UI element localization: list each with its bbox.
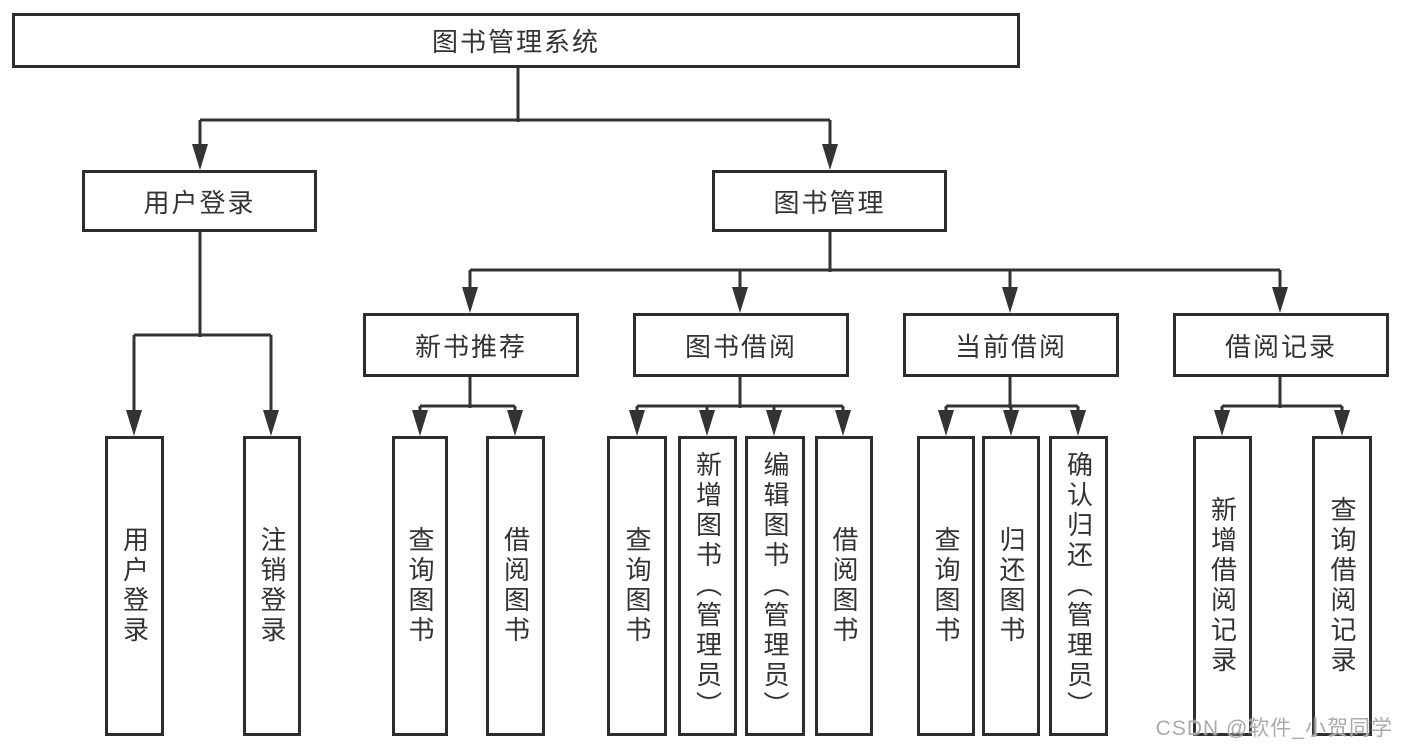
node-book-borrowing: 图书借阅 bbox=[633, 313, 849, 377]
node-leaf-confirm-return-admin: 确认归还（管理员） bbox=[1049, 436, 1108, 736]
node-leaf-query-books-current-label: 查询图书 bbox=[931, 526, 961, 646]
node-leaf-edit-books-admin: 编辑图书（管理员） bbox=[745, 436, 805, 736]
node-leaf-borrow-books-borrowing: 借阅图书 bbox=[815, 436, 873, 736]
node-leaf-query-books-recommend: 查询图书 bbox=[392, 436, 448, 736]
node-book-borrowing-label: 图书借阅 bbox=[684, 331, 797, 362]
node-leaf-logout: 注销登录 bbox=[243, 436, 301, 736]
node-leaf-query-books-recommend-label: 查询图书 bbox=[405, 526, 435, 646]
node-library-management-system-label: 图书管理系统 bbox=[431, 27, 600, 57]
node-current-borrowing-label: 当前借阅 bbox=[954, 331, 1067, 362]
node-leaf-add-books-admin-label: 新增图书（管理员） bbox=[692, 451, 723, 721]
node-leaf-query-borrow-record: 查询借阅记录 bbox=[1312, 436, 1372, 736]
node-leaf-user-login: 用户登录 bbox=[105, 436, 164, 736]
node-leaf-borrow-books-recommend: 借阅图书 bbox=[486, 436, 545, 736]
node-current-borrowing: 当前借阅 bbox=[903, 313, 1119, 377]
node-borrowing-records-label: 借阅记录 bbox=[1224, 331, 1337, 362]
node-leaf-logout-label: 注销登录 bbox=[257, 526, 287, 646]
node-leaf-add-books-admin: 新增图书（管理员） bbox=[678, 436, 737, 736]
node-leaf-confirm-return-admin-label: 确认归还（管理员） bbox=[1063, 451, 1094, 721]
node-leaf-query-books-borrowing: 查询图书 bbox=[607, 436, 667, 736]
node-leaf-borrow-books-borrowing-label: 借阅图书 bbox=[829, 526, 859, 646]
node-leaf-add-borrow-record: 新增借阅记录 bbox=[1193, 436, 1252, 736]
node-leaf-query-books-current: 查询图书 bbox=[917, 436, 975, 736]
node-leaf-add-borrow-record-label: 新增借阅记录 bbox=[1207, 496, 1238, 676]
node-user-login-label: 用户登录 bbox=[143, 187, 256, 218]
watermark: CSDN @软件_小贺同学 bbox=[1155, 717, 1393, 740]
node-leaf-return-books-label: 归还图书 bbox=[996, 526, 1026, 646]
node-leaf-query-books-borrowing-label: 查询图书 bbox=[622, 526, 652, 646]
node-leaf-borrow-books-recommend-label: 借阅图书 bbox=[500, 526, 531, 646]
node-book-management-label: 图书管理 bbox=[773, 187, 886, 218]
node-leaf-return-books: 归还图书 bbox=[982, 436, 1040, 736]
node-book-management: 图书管理 bbox=[712, 170, 947, 232]
node-new-book-recommend-label: 新书推荐 bbox=[414, 331, 527, 362]
node-library-management-system: 图书管理系统 bbox=[12, 13, 1020, 68]
node-new-book-recommend: 新书推荐 bbox=[363, 313, 579, 377]
node-leaf-edit-books-admin-label: 编辑图书（管理员） bbox=[760, 451, 790, 721]
node-leaf-query-borrow-record-label: 查询借阅记录 bbox=[1327, 496, 1357, 676]
node-borrowing-records: 借阅记录 bbox=[1173, 313, 1389, 377]
node-user-login: 用户登录 bbox=[82, 170, 317, 232]
node-leaf-user-login-label: 用户登录 bbox=[119, 526, 150, 646]
